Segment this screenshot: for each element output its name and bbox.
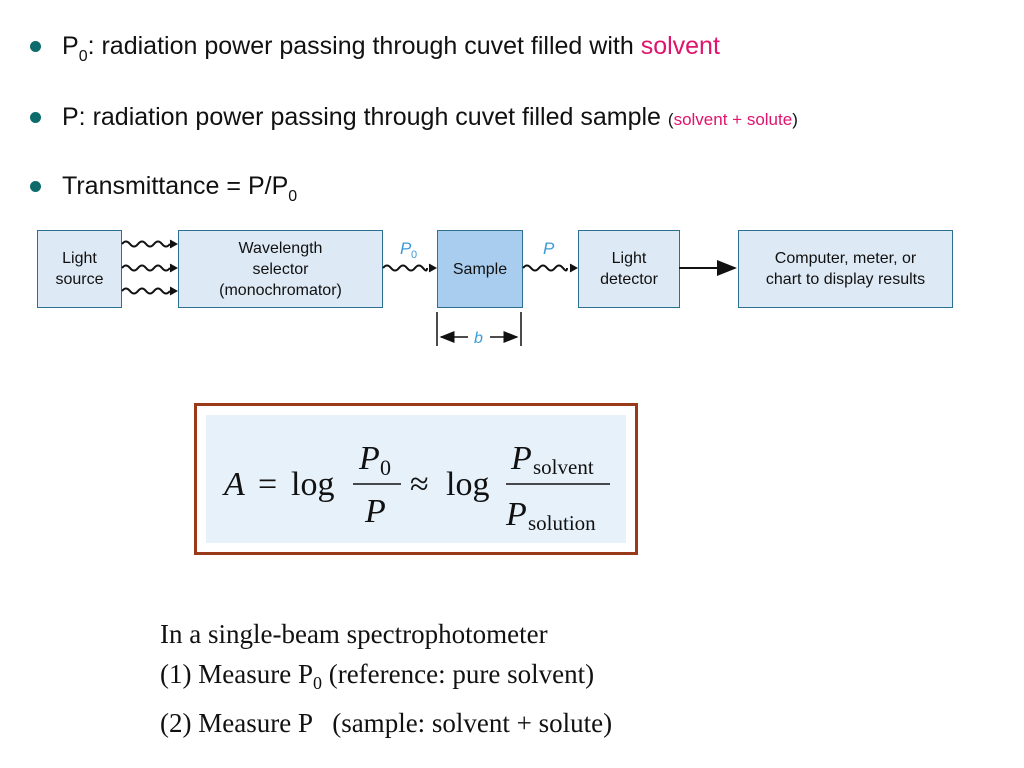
wavelength-selector-label: Wavelength selector (monochromator) xyxy=(219,239,342,299)
wavy-arrow-p0-icon xyxy=(428,263,438,273)
paren-close: ) xyxy=(792,110,798,129)
p0-beam-label: P xyxy=(400,239,412,258)
wavy-ray-p-icon xyxy=(522,264,568,272)
wavy-arrow-middle-icon xyxy=(169,263,179,273)
formula-num2: P xyxy=(510,440,532,477)
diagram-connectors: P 0 P b xyxy=(121,239,737,347)
light-detector-label: Light detector xyxy=(600,250,658,288)
light-source-box: Light source xyxy=(37,230,122,308)
wavy-ray-p0-icon xyxy=(382,264,428,272)
wavy-ray-bottom-icon xyxy=(121,287,171,295)
notes-line-2: (1) Measure P0 (reference: pure solvent) xyxy=(160,654,612,703)
formula-num1: P xyxy=(358,440,380,477)
bullet-dot-icon xyxy=(30,112,41,123)
p0-subscript: 0 xyxy=(78,48,88,65)
notes-line-2-prefix: (1) Measure P xyxy=(160,659,313,689)
wavy-ray-top-icon xyxy=(121,240,171,248)
sample-label: Sample xyxy=(452,260,508,278)
p-beam-label: P xyxy=(543,239,555,258)
p-highlight-solvent-solute: solvent + solute xyxy=(673,110,793,129)
formula-den2-sub: solution xyxy=(528,511,596,535)
formula-approx: ≈ xyxy=(410,466,429,503)
transmittance-subscript: 0 xyxy=(288,188,298,205)
formula-num1-sub: 0 xyxy=(380,455,391,480)
absorbance-formula: A = log P 0 P ≈ log P solvent P solution xyxy=(222,440,610,535)
p0-beam-subscript: 0 xyxy=(411,249,417,261)
p0-symbol: P xyxy=(62,32,79,60)
wavy-arrow-bottom-icon xyxy=(169,286,179,296)
light-detector-box: Light detector xyxy=(578,230,680,308)
paren-open: ( xyxy=(667,110,674,129)
wavelength-selector-box: Wavelength selector (monochromator) xyxy=(178,230,383,308)
bullet-dot-icon xyxy=(30,41,41,52)
formula-a: A xyxy=(222,466,245,503)
formula-log-1: log xyxy=(291,466,334,503)
p-definition-text: P: radiation power passing through cuvet… xyxy=(62,103,668,131)
notes-line-2-suffix: (reference: pure solvent) xyxy=(321,659,595,689)
formula-num2-sub: solvent xyxy=(533,455,594,479)
absorbance-formula-box: A = log P 0 P ≈ log P solvent P solution xyxy=(194,403,638,555)
bullet-dot-icon xyxy=(30,181,41,192)
notes-line-1: In a single-beam spectrophotometer xyxy=(160,619,548,649)
p0-definition-text: : radiation power passing through cuvet … xyxy=(87,32,641,60)
formula-log-2: log xyxy=(446,466,489,503)
formula-den2: P xyxy=(505,496,527,533)
formula-den1: P xyxy=(364,493,386,530)
wavy-ray-middle-icon xyxy=(121,264,171,272)
wavy-arrow-top-icon xyxy=(169,239,179,249)
wavy-arrow-p-icon xyxy=(569,263,579,273)
notes-line-3: (2) Measure P (sample: solvent + solute) xyxy=(160,708,613,738)
transmittance-text: Transmittance = P/P xyxy=(62,172,289,200)
notes-line-2-subscript: 0 xyxy=(312,673,322,693)
formula-equals: = xyxy=(258,466,277,503)
p0-highlight-solvent: solvent xyxy=(640,32,720,60)
sample-box: Sample xyxy=(437,230,523,308)
single-beam-notes: In a single-beam spectrophotometer (1) M… xyxy=(160,614,612,743)
path-length-label: b xyxy=(474,330,483,347)
display-results-box: Computer, meter, or chart to display res… xyxy=(738,230,953,308)
display-results-label: Computer, meter, or chart to display res… xyxy=(765,250,926,288)
light-source-label: Light source xyxy=(55,250,104,288)
